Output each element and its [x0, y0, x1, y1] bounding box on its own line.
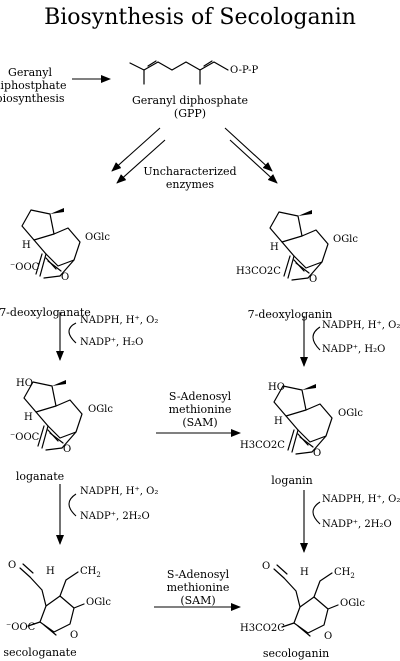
step1-left-cofactor-out: NADP⁺, H₂O	[80, 337, 143, 348]
diagram-title: Biosynthesis of Secologanin	[44, 5, 356, 30]
gpp-diphosphate-group: O-P-P	[230, 65, 259, 76]
gpp-source-label-line1: Geranyl	[8, 66, 52, 79]
secologanate-ch: CH	[80, 566, 97, 577]
loganate-coo: ⁻OOC	[10, 432, 40, 443]
loganin-ho: HO	[268, 382, 285, 393]
secologanin-structure	[273, 564, 339, 637]
sam2-line1: S-Adenosyl	[167, 568, 230, 581]
step2-left-cofactor-in: NADPH, H⁺, O₂	[80, 486, 158, 497]
secologanin-ch: CH	[334, 567, 351, 578]
gpp-source-label-line2: diphostphate	[0, 79, 67, 92]
step2-right-cofactor-out: NADP⁺, 2H₂O	[322, 519, 392, 530]
step2-left-cofactor-out: NADP⁺, 2H₂O	[80, 511, 150, 522]
loganin-label: loganin	[271, 474, 312, 487]
arrow-gpp-to-deoxyloganate-a	[111, 127, 161, 172]
sam2-line3: (SAM)	[180, 594, 215, 607]
sam1-line3: (SAM)	[182, 416, 217, 429]
deoxyloganin-o: O	[309, 274, 317, 285]
secologanate-oglc: OGlc	[86, 597, 111, 608]
step1-right-cofactor-out: NADP⁺, H₂O	[322, 344, 385, 355]
loganin-h: H	[274, 416, 283, 427]
arrow-gpp-to-deoxyloganin-a	[224, 127, 273, 172]
gpp-name: Geranyl diphosphate	[132, 94, 248, 107]
arrow-gpp-to-deoxyloganate-b	[116, 139, 166, 184]
gpp-abbreviation: (GPP)	[174, 107, 206, 120]
sam2-line2: methionine	[167, 581, 230, 594]
secologanin-ch2: CH2	[334, 567, 355, 580]
arrow-gpp-to-deoxyloganin-b	[229, 139, 278, 184]
loganate-o: O	[63, 444, 71, 455]
deoxyloganin-label: 7-deoxyloganin	[248, 308, 333, 321]
secologanate-o: O	[8, 560, 16, 571]
deoxyloganate-coo: ⁻OOC	[10, 262, 40, 273]
secologanin-ring-o: O	[324, 631, 332, 642]
loganin-ester: H3CO2C	[240, 440, 285, 451]
deoxyloganate-o: O	[61, 272, 69, 283]
cofactor-curve-right-1	[312, 326, 321, 351]
loganin-o: O	[313, 448, 321, 459]
sam1-line2: methionine	[169, 403, 232, 416]
deoxyloganin-h: H	[270, 242, 279, 253]
deoxyloganate-label: 7-deoxyloganate	[0, 306, 91, 319]
secologanin-ch-subscript: 2	[350, 572, 354, 580]
gpp-source-label-line3: biosynthesis	[0, 92, 65, 105]
secologanate-ch2: CH2	[80, 566, 101, 579]
secologanate-ch-subscript: 2	[96, 571, 100, 579]
loganate-oglc: OGlc	[88, 404, 113, 415]
enzymes-label-line2: enzymes	[166, 178, 215, 191]
cofactor-curve-left-2	[68, 493, 77, 517]
secologanin-o: O	[262, 561, 270, 572]
deoxyloganin-oglc: OGlc	[333, 234, 358, 245]
secologanate-ring-o: O	[70, 630, 78, 641]
secologanate-coo: ⁻OOC	[6, 622, 36, 633]
sam1-line1: S-Adenosyl	[169, 390, 232, 403]
deoxyloganate-oglc: OGlc	[85, 232, 110, 243]
gpp-structure	[129, 60, 229, 85]
deoxyloganin-ester: H3CO2C	[236, 266, 281, 277]
secologanate-label: secologanate	[3, 646, 76, 659]
secologanin-label: secologanin	[263, 647, 329, 660]
secologanate-structure	[19, 563, 85, 636]
loganate-label: loganate	[16, 470, 64, 483]
step2-right-cofactor-in: NADPH, H⁺, O₂	[322, 494, 400, 505]
step1-right-cofactor-in: NADPH, H⁺, O₂	[322, 320, 400, 331]
cofactor-curve-right-2	[312, 501, 321, 525]
cofactor-curve-left-1	[68, 322, 77, 344]
secologanin-h: H	[300, 567, 309, 578]
enzymes-label-line1: Uncharacterized	[143, 165, 236, 178]
step1-left-cofactor-in: NADPH, H⁺, O₂	[80, 315, 158, 326]
secologanin-ester: H3CO2C	[240, 623, 285, 634]
secologanin-oglc: OGlc	[340, 598, 365, 609]
loganate-h: H	[24, 412, 33, 423]
deoxyloganate-h: H	[22, 240, 31, 251]
loganate-ho: HO	[16, 378, 33, 389]
loganin-oglc: OGlc	[338, 408, 363, 419]
secologanate-h: H	[46, 566, 55, 577]
